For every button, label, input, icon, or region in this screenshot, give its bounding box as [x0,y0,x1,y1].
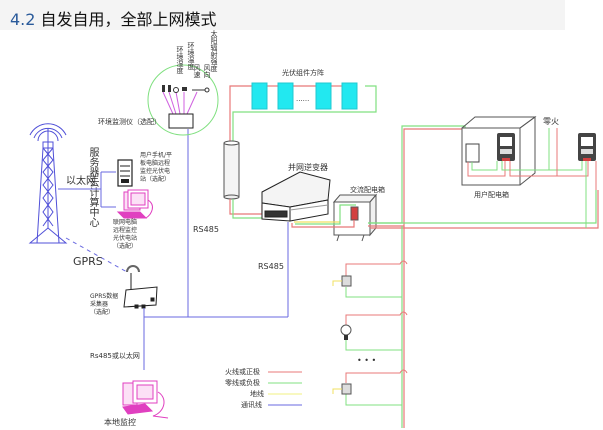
gprs-collector-icon [123,265,158,309]
local-monitor-label: 本地监控 [104,417,136,427]
pv-panel [277,82,294,110]
mobile-monitor-label: 用户手机/平 板电脑远程 监控光伏电 站（选配） [140,151,174,183]
breaker-icon [465,143,480,163]
remote-pc-icon [116,189,153,219]
mobile-device-icon [117,159,133,187]
neutral-live-label: 零火 [543,117,559,126]
remote-pc-label: 联网电脑 远程监控 光伏电站 （选配） [113,218,139,250]
sensor-icons [162,85,210,93]
page-title: 4.2 自发自用，全部上网模式 [10,6,217,30]
legend: 火线或正极 零线或负极 地线 通讯线 [225,367,302,409]
legend-label-ground: 地线 [250,389,264,398]
inverter-label: 并网逆变器 [288,162,328,172]
socket-icon [332,275,352,287]
gprs-link [65,237,128,273]
tower-icon [28,123,68,244]
ac-box-icon [332,193,378,242]
combiner-box-icon [223,140,240,200]
pv-panel [315,82,332,110]
title-bar: 4.2 自发自用，全部上网模式 [0,0,565,30]
legend-label-neutral: 零线或负极 [225,378,260,387]
kwh-meter-icon [497,133,515,161]
inverter-icon [261,171,331,222]
env-monitor-label: 环境监测仪（选配） [98,117,161,126]
sensor-labels: 环境湿度 [156,46,184,75]
legend-label-live: 火线或正极 [225,367,260,376]
ethernet-link [58,171,116,208]
env-monitor-device [168,113,194,129]
pv-panels [251,82,358,110]
socket-icon [332,383,352,395]
loads-ellipsis: • • • [357,356,376,365]
legend-label-comm: 通讯线 [241,400,262,409]
section-number: 4.2 [10,10,36,29]
sensor-wires [162,91,198,115]
rs485-or-ethernet-label: Rs485或以太网 [90,351,140,360]
dc-wiring [229,199,266,219]
rs485-label-2: RS485 [258,262,284,271]
rs485-comm-lines [143,129,289,370]
ac-wiring [291,125,599,428]
bulb-icon [340,324,352,340]
load-wiring [345,260,408,406]
kwh-meter-2-icon [578,133,596,161]
section-title: 自发自用，全部上网模式 [40,10,217,29]
gprs-collector-label: GPRS数据 采集器 （选配） [90,292,120,316]
rs485-label-1: RS485 [193,225,219,234]
env-monitor-group [147,64,219,136]
pv-array-label: 光伏组件方阵 [282,68,324,77]
user-box-label: 用户配电箱 [474,190,509,199]
gprs-label: GPRS [73,255,103,268]
pv-panel [341,82,358,110]
pv-panel [251,82,268,110]
meter-wiring [467,128,597,228]
pv-ellipsis: ...... [296,95,309,103]
ethernet-label: 以太网 [66,174,96,187]
local-pc-icon [122,380,169,419]
ac-box-label: 交流配电箱 [350,185,385,194]
